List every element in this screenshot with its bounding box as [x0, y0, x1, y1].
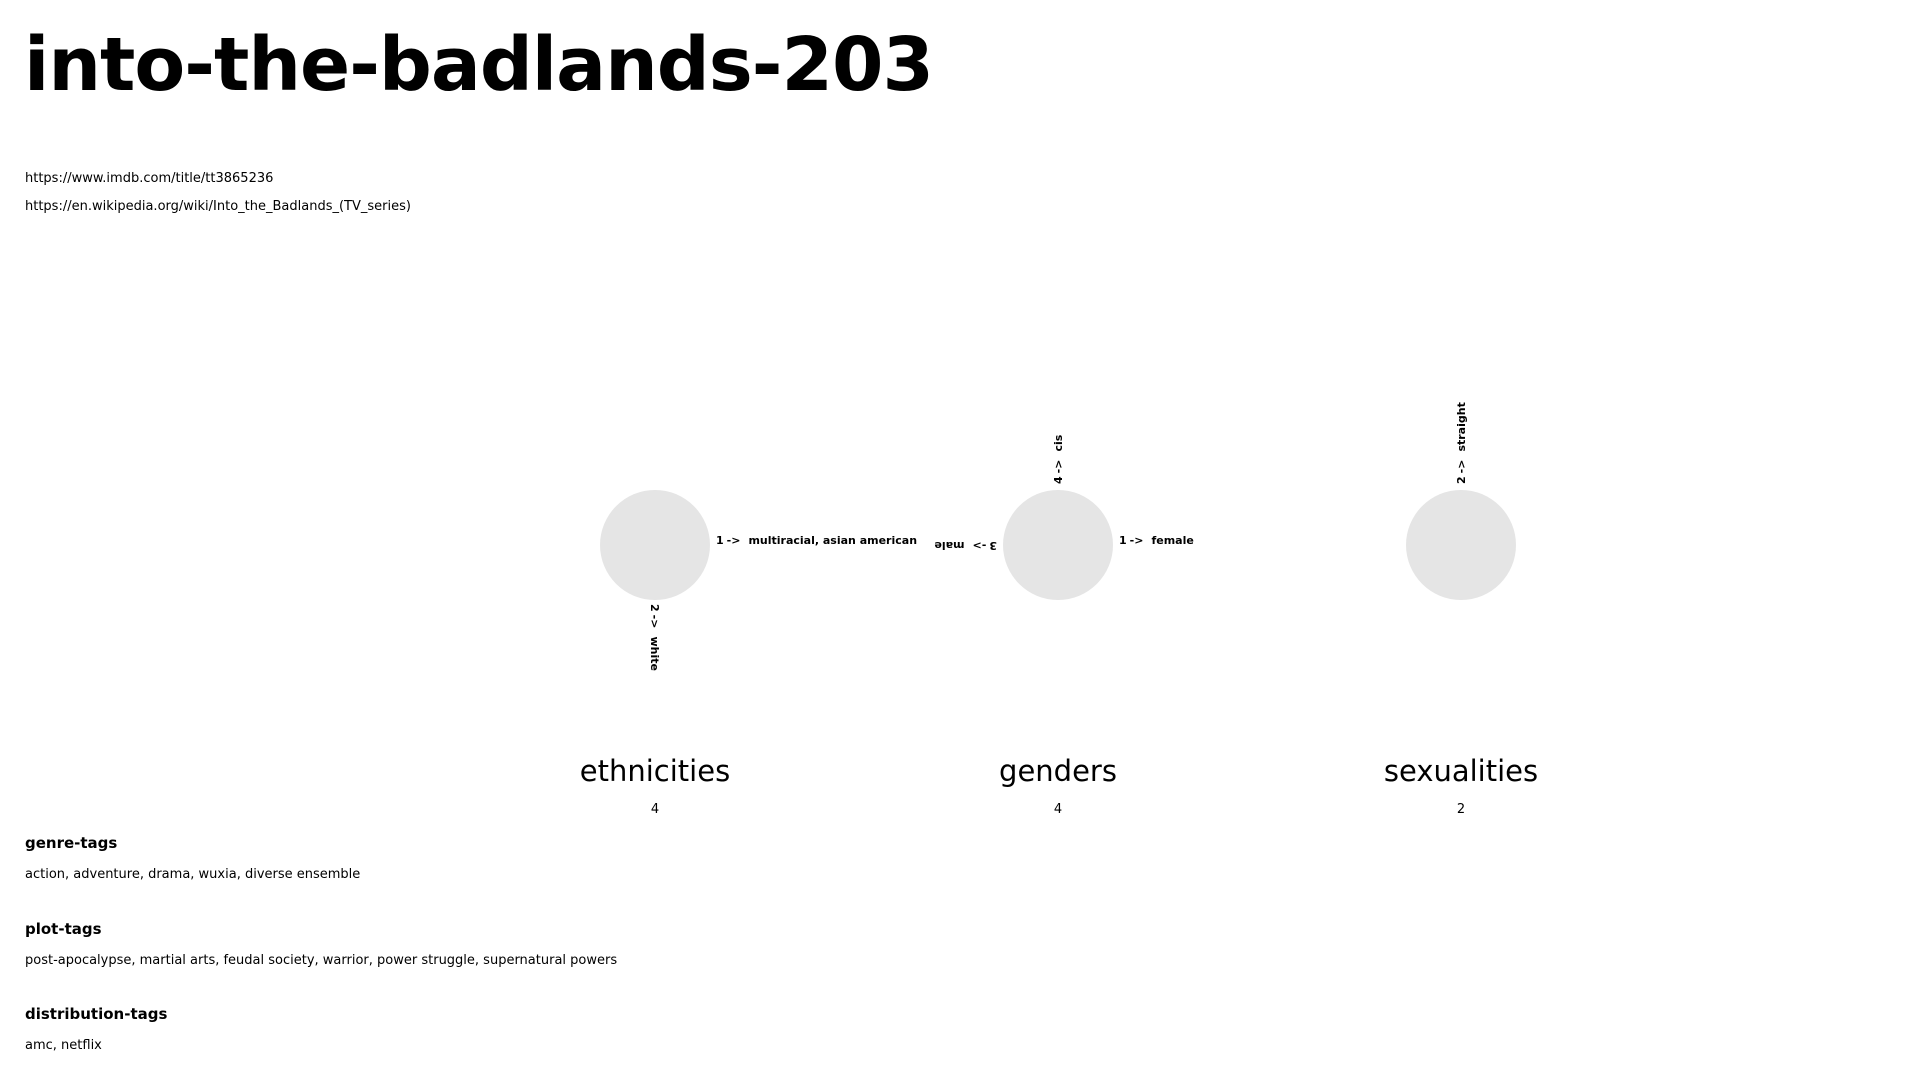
plot-tags-heading: plot-tags — [25, 920, 102, 938]
slice-count: 2 — [648, 604, 661, 612]
slice-arrow: -> — [1129, 534, 1144, 547]
genders-circle — [1003, 490, 1113, 600]
ethnicities-circle — [600, 490, 710, 600]
slice-count: 2 — [1455, 476, 1468, 484]
genders-heading: genders — [999, 754, 1117, 788]
slice-label: male — [934, 539, 965, 552]
slice-label: straight — [1455, 402, 1468, 452]
distribution-tags-heading: distribution-tags — [25, 1005, 168, 1023]
distribution-tags-text: amc, netflix — [25, 1038, 102, 1053]
imdb-link[interactable]: https://www.imdb.com/title/tt3865236 — [25, 171, 274, 186]
slice-arrow: -> — [648, 614, 661, 629]
genre-tags-text: action, adventure, drama, wuxia, diverse… — [25, 867, 361, 882]
plot-tags-text: post-apocalypse, martial arts, feudal so… — [25, 953, 618, 968]
genre-tags-heading: genre-tags — [25, 834, 118, 852]
sexualities-chart: 2 -> straight — [1406, 402, 1516, 600]
ethnicities-slice-multiracial-asian-american: 1-> multiracial, asian american — [716, 535, 917, 546]
genders-slice-male: 3-> male — [934, 539, 997, 552]
slice-label: cis — [1052, 434, 1065, 452]
slice-label: multiracial, asian american — [748, 534, 918, 547]
ethnicities-slice-white: 2 -> white — [648, 604, 661, 671]
sexualities-heading: sexualities — [1383, 754, 1539, 788]
slice-arrow: -> — [972, 539, 987, 552]
ethnicities-heading: ethnicities — [579, 754, 731, 788]
genders-chart: 4->cis 1->female 3->male — [934, 435, 1194, 600]
slice-arrow: -> — [1455, 459, 1468, 474]
slice-count: 1 — [716, 534, 724, 547]
sexualities-slice-straight: 2 -> straight — [1455, 402, 1468, 484]
slice-count: 1 — [1119, 534, 1127, 547]
sexualities-count: 2 — [1456, 802, 1466, 817]
sexualities-circle — [1406, 490, 1516, 600]
genders-slice-cis: 4 -> cis — [1052, 434, 1065, 484]
slice-label: white — [648, 636, 661, 671]
genders-count: 4 — [1053, 802, 1063, 817]
slice-arrow: -> — [726, 534, 741, 547]
slice-arrow: -> — [1052, 459, 1065, 474]
slice-label: female — [1151, 534, 1194, 547]
page-title: into-the-badlands-203 — [24, 22, 934, 108]
slice-count: 4 — [1052, 476, 1065, 484]
genders-slice-female: 1-> female — [1119, 535, 1194, 546]
ethnicities-count: 4 — [650, 802, 660, 817]
ethnicities-chart: 1->multiracial, asian american 2->white — [600, 490, 917, 671]
wikipedia-link[interactable]: https://en.wikipedia.org/wiki/Into_the_B… — [25, 199, 411, 214]
slice-count: 3 — [989, 539, 997, 552]
